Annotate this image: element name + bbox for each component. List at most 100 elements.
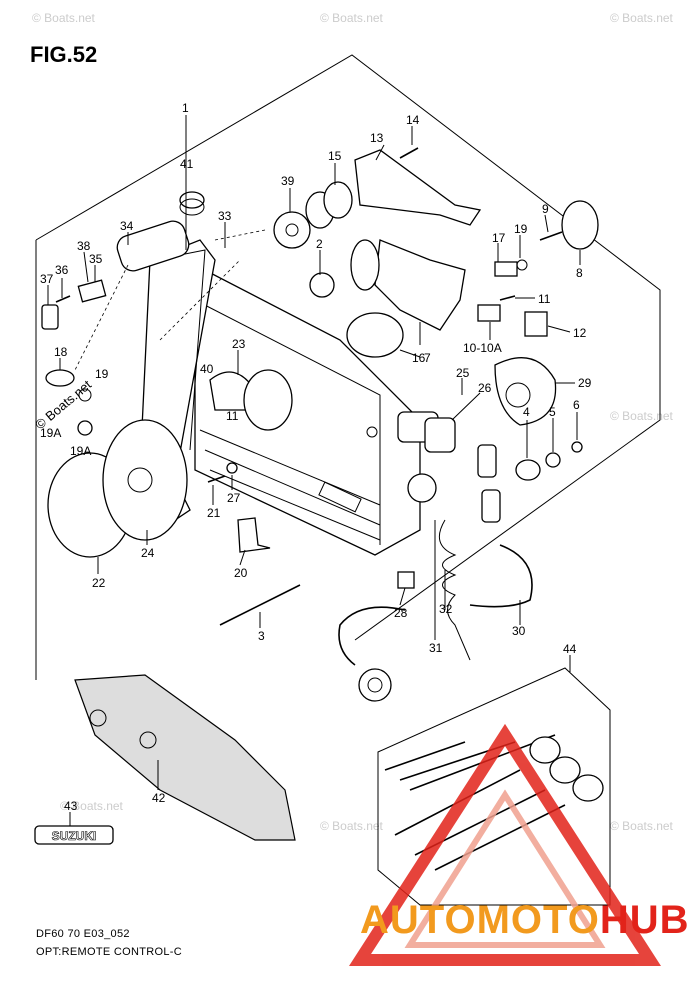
callout-19a-b: 19A [40, 426, 61, 440]
callout-14: 14 [406, 113, 420, 127]
screw-3 [219, 584, 301, 626]
screw-11 [499, 295, 516, 301]
ring-15b [323, 181, 353, 219]
bracket-35 [77, 279, 107, 303]
callout-19: 19 [514, 222, 528, 236]
callout-15: 15 [328, 149, 342, 163]
cord-30 [469, 544, 533, 608]
washer-2 [309, 272, 335, 298]
assembly-name: OPT:REMOTE CONTROL-C [36, 946, 182, 958]
callout-23: 23 [232, 337, 246, 351]
key-b [481, 489, 501, 523]
watermark: © Boats.net [32, 11, 96, 25]
watermark: © Boats.net [320, 819, 384, 833]
washer-27 [226, 462, 238, 474]
callout-37: 37 [40, 272, 54, 286]
callout-2: 2 [316, 237, 323, 251]
screw-36 [55, 295, 71, 303]
callout-10-10a: 10-10A [463, 341, 502, 355]
callout-12: 12 [573, 326, 587, 340]
plate-7 [346, 312, 404, 358]
washer-5 [545, 452, 561, 468]
switch-10 [477, 304, 501, 322]
leader-lines [47, 115, 581, 826]
callout-32: 32 [439, 602, 453, 616]
model-code: DF60 70 E03_052 [36, 928, 130, 940]
watermark: © Boats.net [60, 799, 124, 813]
brand-logo: AUTOMOTOHUB [360, 898, 690, 943]
callout-41: 41 [180, 157, 194, 171]
callout-43: 43 [64, 799, 78, 813]
key-a [477, 444, 497, 478]
callout-33: 33 [218, 209, 232, 223]
callout-6: 6 [573, 398, 580, 412]
emblem-43 [34, 825, 114, 845]
callout-13: 13 [370, 131, 384, 145]
callout-19b: 19 [95, 367, 109, 381]
clip-19 [516, 259, 528, 271]
brand-part2: HUB [599, 898, 690, 942]
callout-25: 25 [456, 366, 470, 380]
washer-19a [77, 420, 93, 436]
callout-4: 4 [523, 405, 530, 419]
bushing-4 [515, 459, 541, 481]
callout-20: 20 [234, 566, 248, 580]
clip-28 [397, 571, 415, 589]
hub-23 [243, 369, 293, 431]
clip-19b [78, 388, 92, 402]
cap-8 [561, 200, 599, 250]
callout-26: 26 [478, 381, 492, 395]
callout-40: 40 [200, 362, 214, 376]
ring-clip [366, 426, 378, 438]
cam-16 [374, 239, 466, 331]
callout-38: 38 [77, 239, 91, 253]
bolt-14 [399, 147, 419, 159]
figure-title: FIG.52 [30, 42, 98, 67]
callout-27: 27 [227, 491, 241, 505]
bearing-39 [273, 211, 311, 249]
screw-9 [539, 231, 563, 241]
callout-17: 17 [492, 231, 506, 245]
callout-34: 34 [120, 219, 134, 233]
callout-3: 3 [258, 629, 265, 643]
connector-12 [524, 311, 548, 337]
callout-35: 35 [89, 252, 103, 266]
watermark: © Boats.net [610, 819, 674, 833]
callout-labels: 1 2 3 4 5 6 7 8 9 10-10A 11 11 12 13 14 … [40, 101, 592, 813]
spring-41 [179, 191, 205, 209]
frame-outline-main [35, 54, 661, 641]
key-switch-body [424, 417, 456, 453]
callout-16: 16 [412, 351, 426, 365]
stop-switch-31 [407, 473, 437, 503]
callout-11: 11 [538, 292, 551, 306]
lanyard-coil-32 [438, 519, 471, 661]
callout-24: 24 [141, 546, 155, 560]
watermark: © Boats.net [320, 11, 384, 25]
callout-39: 39 [281, 174, 295, 188]
callout-44: 44 [563, 642, 577, 656]
callout-28: 28 [394, 606, 408, 620]
screw-21 [207, 475, 226, 483]
plate-37 [41, 304, 59, 330]
watermark: © Boats.net [610, 409, 674, 423]
emblem-text: SUZUKI [52, 829, 97, 843]
callout-29: 29 [578, 376, 592, 390]
watermark: © Boats.net [610, 11, 674, 25]
callout-9: 9 [542, 202, 549, 216]
callout-21: 21 [207, 506, 221, 520]
callout-36: 36 [55, 263, 69, 277]
housing-body [194, 263, 421, 556]
plate-24 [102, 419, 188, 541]
callout-18: 18 [54, 345, 68, 359]
bracket-17 [494, 261, 518, 277]
cover-29 [494, 357, 557, 426]
callout-5: 5 [549, 405, 556, 419]
pin-18 [45, 369, 75, 387]
nut-6 [571, 441, 583, 453]
callout-22: 22 [92, 576, 106, 590]
callout-42: 42 [152, 791, 166, 805]
bracket-20 [237, 517, 271, 553]
side-cover-42 [74, 674, 296, 841]
triangle-logo-icon [348, 723, 662, 966]
